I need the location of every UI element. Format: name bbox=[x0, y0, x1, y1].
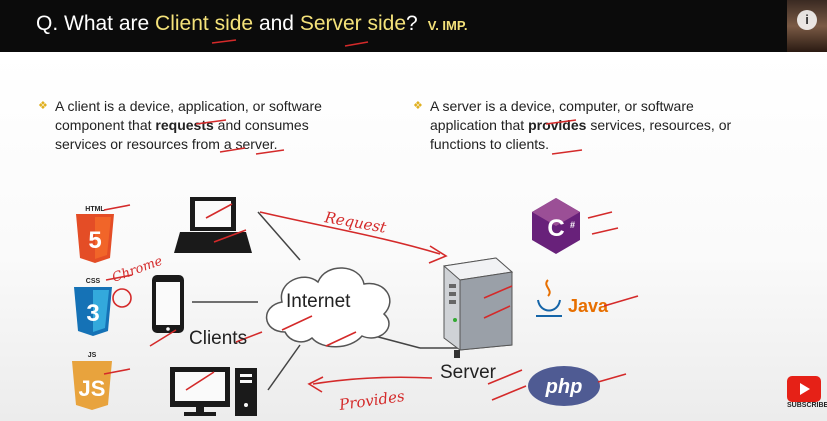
css3-label: CSS bbox=[86, 278, 101, 285]
svg-text:5: 5 bbox=[88, 227, 101, 254]
php-ticks bbox=[487, 369, 627, 401]
java-label: Java bbox=[568, 296, 609, 316]
client-text-marks bbox=[195, 119, 285, 155]
js-label: JS bbox=[88, 352, 97, 359]
server-text-a: A server is a device, computer, or softw… bbox=[430, 98, 694, 133]
js-icon: JS JS bbox=[72, 352, 112, 410]
server-scribbles bbox=[483, 285, 513, 319]
csharp-ticks bbox=[587, 211, 619, 235]
title-server-term: Server side bbox=[299, 12, 407, 35]
annotation-circle bbox=[112, 288, 132, 308]
internet-cloud-icon bbox=[265, 267, 391, 348]
connector-line bbox=[257, 211, 301, 261]
title-client-term: Client side bbox=[155, 12, 254, 35]
annotation-provides-label: Provides bbox=[337, 387, 406, 414]
svg-text:JS: JS bbox=[79, 376, 106, 401]
importance-badge: V. IMP. bbox=[427, 18, 468, 33]
connector-line bbox=[267, 344, 301, 391]
server-tower-icon bbox=[442, 257, 514, 358]
subscribe-button[interactable]: SUBSCRIBE bbox=[787, 376, 827, 416]
desktop-computer-icon bbox=[170, 367, 257, 416]
server-text-b: services, resources, or functions to cli… bbox=[430, 117, 732, 152]
smartphone-icon bbox=[152, 275, 184, 333]
bullet-diamond-icon: ❖ bbox=[413, 100, 423, 112]
subscribe-label: SUBSCRIBE bbox=[787, 402, 827, 409]
server-text-marks bbox=[545, 119, 583, 155]
handwritten-annotations bbox=[103, 39, 639, 401]
java-icon: Java bbox=[536, 279, 609, 317]
svg-text:#: # bbox=[570, 220, 575, 230]
csharp-icon: C # bbox=[532, 198, 580, 254]
request-arrowhead bbox=[428, 245, 448, 264]
title-prefix: Q. What are bbox=[36, 12, 156, 35]
icon-tick-marks bbox=[103, 204, 133, 375]
title-underline-marks bbox=[211, 39, 369, 47]
server-definition: ❖ A server is a device, computer, or sof… bbox=[413, 97, 740, 154]
info-icon[interactable]: i bbox=[797, 10, 817, 30]
client-bold: requests bbox=[155, 117, 214, 133]
java-tick bbox=[603, 295, 639, 307]
page-title: Q. What are Client side and Server side?… bbox=[36, 12, 467, 36]
clients-label: Clients bbox=[189, 328, 248, 349]
internet-label: Internet bbox=[286, 291, 351, 312]
device-scribbles bbox=[185, 203, 247, 391]
css3-icon: CSS 3 bbox=[74, 278, 112, 336]
server-label: Server bbox=[440, 362, 496, 383]
php-label: php bbox=[545, 376, 583, 398]
client-definition: ❖ A client is a device, application, or … bbox=[38, 97, 355, 154]
php-icon: php bbox=[528, 366, 600, 406]
play-icon bbox=[787, 376, 821, 402]
bullet-diamond-icon: ❖ bbox=[38, 100, 48, 112]
svg-text:3: 3 bbox=[86, 300, 99, 327]
provides-arrow bbox=[312, 376, 433, 385]
request-arrow bbox=[259, 211, 441, 255]
cloud-scribbles bbox=[149, 315, 357, 347]
slide: ❖ A client is a device, application, or … bbox=[0, 52, 827, 421]
provides-arrowhead bbox=[307, 376, 324, 393]
title-connector: and bbox=[253, 12, 300, 35]
svg-text:C: C bbox=[547, 215, 564, 242]
client-text-a: A client is a device, application, or so… bbox=[55, 98, 322, 133]
client-text-b: and consumes services or resources from … bbox=[55, 117, 309, 152]
html5-label: HTML bbox=[85, 206, 105, 213]
html5-icon: HTML 5 bbox=[76, 206, 114, 263]
title-suffix: ? bbox=[406, 12, 418, 35]
laptop-icon bbox=[174, 197, 252, 253]
header-bar: Q. What are Client side and Server side?… bbox=[0, 0, 827, 52]
